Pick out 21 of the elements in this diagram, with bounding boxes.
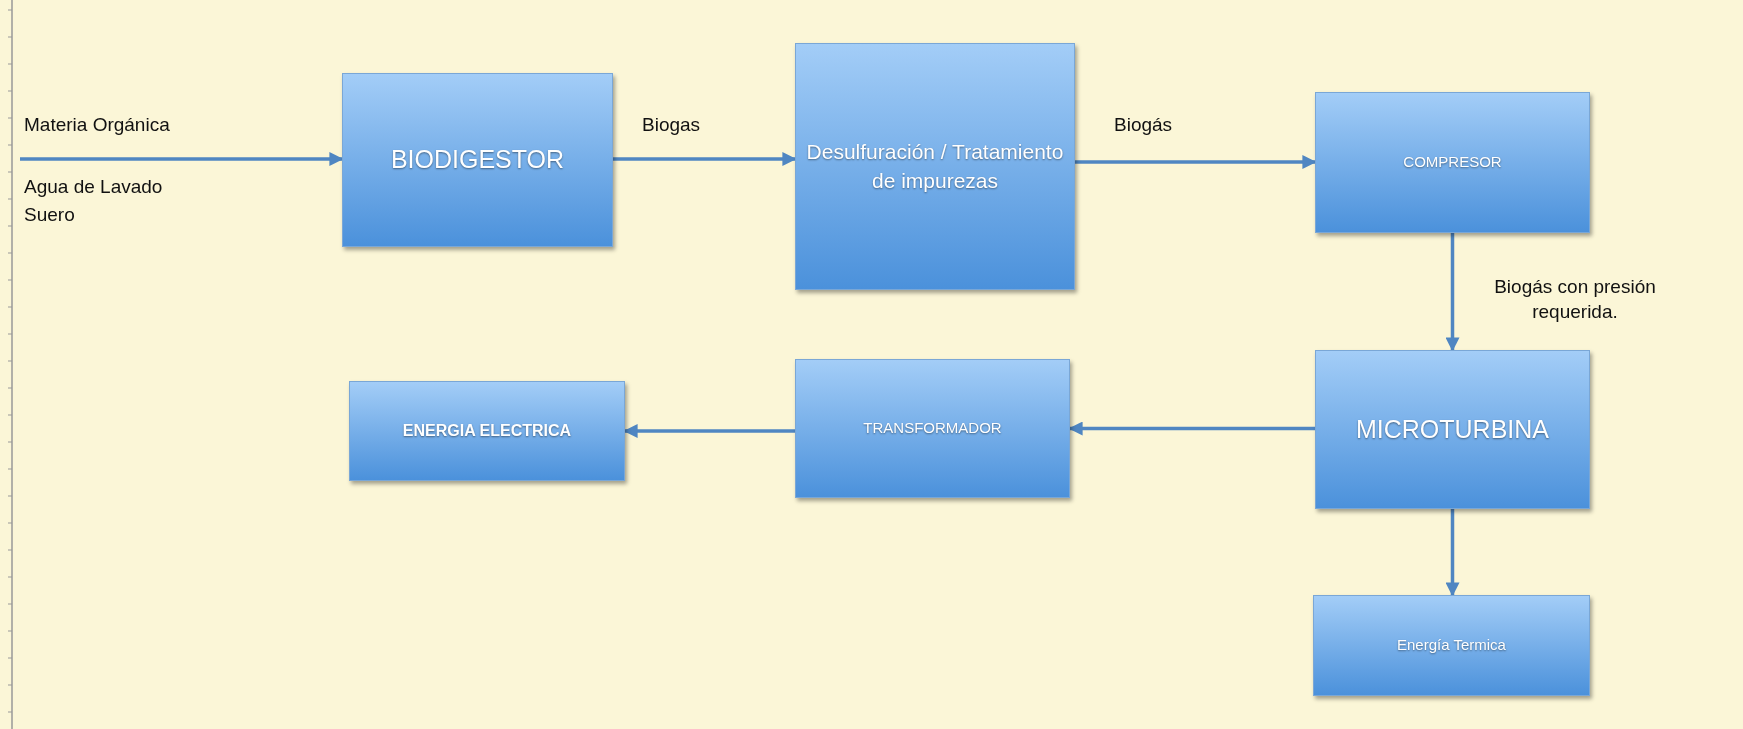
box-title: TRANSFORMADOR xyxy=(862,418,1003,439)
box-title: Energía Termica xyxy=(1396,635,1507,656)
box-title: BIODIGESTOR xyxy=(389,144,566,176)
box-title: COMPRESOR xyxy=(1402,152,1503,173)
process-box xyxy=(1315,350,1590,509)
arrow xyxy=(613,152,797,166)
arrow xyxy=(1075,155,1317,169)
arrow xyxy=(1068,421,1315,436)
process-box xyxy=(349,381,625,481)
box-title: Desulfuración / Tratamiento de impurezas xyxy=(805,139,1065,194)
process-box xyxy=(1313,595,1590,696)
process-box xyxy=(1315,92,1590,233)
process-box xyxy=(795,43,1075,290)
arrow xyxy=(623,424,795,438)
box-title: MICROTURBINA xyxy=(1354,413,1551,445)
process-box xyxy=(342,73,613,247)
arrow xyxy=(1445,233,1460,352)
arrow xyxy=(1445,509,1460,597)
box-title: ENERGIA ELECTRICA xyxy=(401,421,573,442)
arrow xyxy=(20,152,344,166)
process-box xyxy=(795,359,1070,498)
